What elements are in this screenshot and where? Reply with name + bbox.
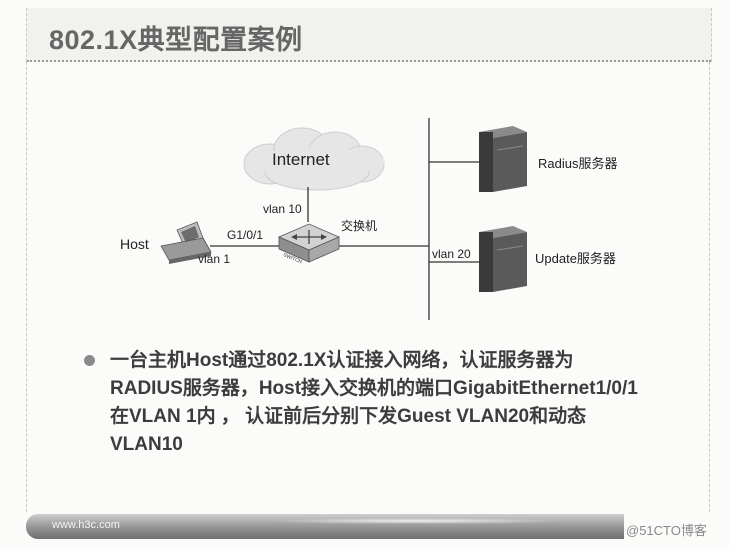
host-label: Host bbox=[120, 236, 149, 252]
radius-server-icon bbox=[479, 126, 527, 192]
title-bar: 802.1X典型配置案例 bbox=[26, 8, 712, 62]
switch-icon: SWITCH bbox=[277, 223, 341, 265]
port-label: G1/0/1 bbox=[227, 228, 264, 242]
network-diagram: SWITCH bbox=[160, 118, 527, 320]
update-server-icon bbox=[479, 226, 527, 292]
vlan20-label: vlan 20 bbox=[432, 247, 471, 261]
vlan1-label: vlan 1 bbox=[198, 252, 231, 266]
vlan10-label: vlan 10 bbox=[263, 202, 302, 216]
bullet-list: 一台主机Host通过802.1X认证接入网络，认证服务器为RADIUS服务器，H… bbox=[84, 347, 644, 459]
update-server-label: Update服务器 bbox=[535, 251, 616, 266]
bullet-text: 一台主机Host通过802.1X认证接入网络，认证服务器为RADIUS服务器，H… bbox=[110, 350, 638, 455]
switch-label: 交换机 bbox=[341, 219, 378, 233]
bullet-item: 一台主机Host通过802.1X认证接入网络，认证服务器为RADIUS服务器，H… bbox=[84, 347, 644, 459]
internet-label: Internet bbox=[272, 150, 330, 169]
watermark: @51CTO博客 bbox=[626, 523, 707, 538]
internet-cloud-icon bbox=[243, 127, 385, 191]
slide-title: 802.1X典型配置案例 bbox=[49, 25, 303, 55]
radius-server-label: Radius服务器 bbox=[538, 156, 618, 171]
slide-content: SWITCH Internet vlan 10 交换机 Host G1/0/1 … bbox=[26, 62, 710, 512]
bullet-dot-icon bbox=[84, 355, 95, 366]
host-pc-icon bbox=[160, 221, 212, 264]
footer-bar: www.h3c.com bbox=[26, 514, 624, 539]
footer-url: www.h3c.com bbox=[52, 519, 120, 531]
